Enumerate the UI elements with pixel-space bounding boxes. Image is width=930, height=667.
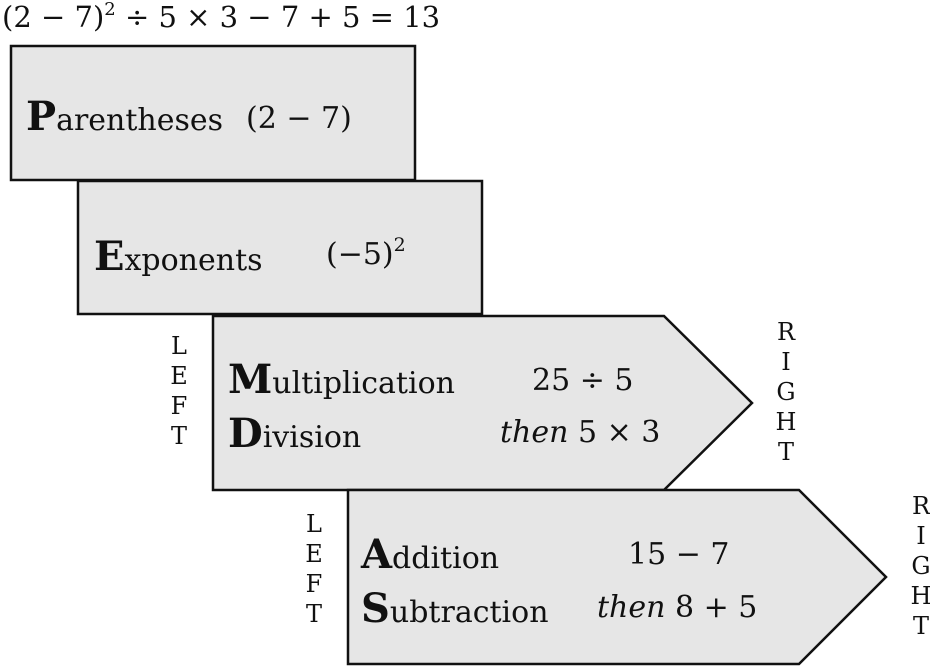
division-expression-value: 5 × 3	[578, 415, 661, 450]
subtraction-rest: ubtraction	[389, 595, 549, 630]
equation-exponent: 2	[104, 0, 116, 20]
left-letter: E	[305, 540, 323, 568]
equation-base: (2 − 7)	[2, 0, 105, 34]
exponents-expression-base: (−5)	[326, 237, 394, 272]
right-label-upper: R I G H T	[771, 320, 801, 470]
addition-subtraction-arrow	[346, 488, 888, 666]
parentheses-label: Parentheses	[26, 97, 223, 137]
exponents-expression-exponent: 2	[393, 234, 406, 256]
division-rest: ivision	[262, 420, 362, 455]
exponents-box	[76, 179, 484, 316]
exponents-expression: (−5)2	[326, 236, 406, 272]
left-letter: L	[306, 510, 322, 538]
left-label-upper: L E F T	[164, 334, 194, 454]
left-letter: T	[305, 600, 322, 628]
subtraction-expression-value: 8 + 5	[675, 590, 758, 625]
addition-expression: 15 − 7	[628, 537, 730, 572]
left-letter: F	[305, 570, 323, 598]
right-letter: I	[781, 348, 791, 376]
division-then: then	[500, 415, 569, 450]
multiplication-division-arrow	[211, 314, 754, 492]
right-letter: G	[776, 378, 796, 406]
addition-initial: A	[361, 531, 393, 578]
parentheses-expression: (2 − 7)	[246, 101, 352, 136]
division-expression: then 5 × 3	[500, 418, 660, 448]
right-letter: H	[910, 582, 930, 610]
equation: (2 − 7)2 ÷ 5 × 3 − 7 + 5 = 13	[2, 0, 440, 34]
right-letter: I	[916, 522, 926, 550]
right-letter: H	[775, 408, 797, 436]
right-letter: G	[911, 552, 930, 580]
exponents-label: Exponents	[94, 237, 263, 277]
division-initial: D	[228, 410, 263, 457]
subtraction-label: Subtraction	[361, 589, 549, 629]
addition-label: Addition	[361, 535, 499, 575]
right-letter: R	[776, 318, 796, 346]
right-letter: T	[912, 612, 929, 640]
addition-rest: ddition	[392, 541, 500, 576]
multiplication-initial: M	[228, 356, 273, 403]
multiplication-rest: ultiplication	[272, 366, 455, 401]
right-letter: R	[911, 492, 930, 520]
parentheses-box	[9, 44, 417, 182]
right-label-lower: R I G H T	[906, 494, 930, 644]
multiplication-label: Multiplication	[228, 360, 455, 400]
left-letter: T	[170, 422, 187, 450]
multiplication-expression: 25 ÷ 5	[532, 363, 634, 398]
left-label-lower: L E F T	[299, 512, 329, 632]
equation-rest: ÷ 5 × 3 − 7 + 5 = 13	[124, 0, 441, 34]
parentheses-rest: arentheses	[56, 103, 224, 138]
division-label: Division	[228, 414, 361, 454]
right-letter: T	[777, 438, 794, 466]
left-letter: F	[170, 392, 188, 420]
subtraction-then: then	[597, 590, 666, 625]
left-letter: L	[171, 332, 187, 360]
subtraction-expression: then 8 + 5	[597, 593, 757, 623]
exponents-initial: E	[94, 233, 125, 280]
parentheses-initial: P	[26, 93, 57, 140]
subtraction-initial: S	[361, 585, 390, 632]
left-letter: E	[170, 362, 188, 390]
exponents-rest: xponents	[124, 243, 263, 278]
